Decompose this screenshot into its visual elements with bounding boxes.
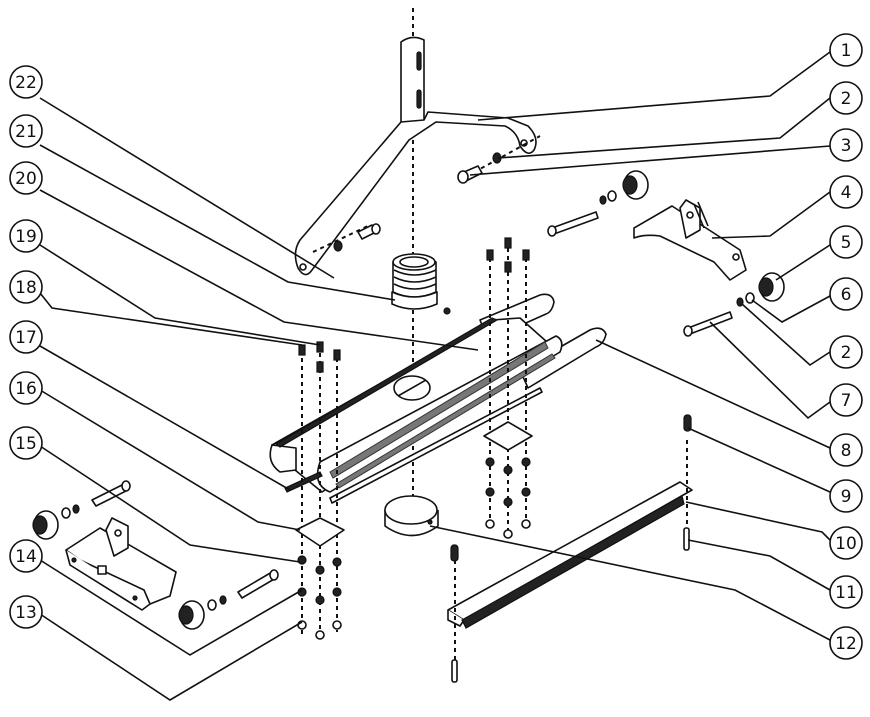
svg-text:2: 2 xyxy=(841,343,852,363)
callout-20: 20 xyxy=(9,161,43,195)
callout-2-top: 2 xyxy=(829,81,863,115)
callout-10: 10 xyxy=(829,526,863,560)
wheel-bracket-part xyxy=(633,199,747,281)
svg-text:4: 4 xyxy=(841,183,852,203)
callout-18: 18 xyxy=(9,270,43,304)
callout-1: 1 xyxy=(829,33,863,67)
svg-text:3: 3 xyxy=(841,136,852,156)
svg-text:16: 16 xyxy=(15,379,37,399)
cup-part xyxy=(384,495,439,537)
svg-text:20: 20 xyxy=(15,169,37,189)
svg-text:17: 17 xyxy=(15,328,37,348)
callout-6: 6 xyxy=(829,277,863,311)
frame-bolt-right xyxy=(457,135,541,184)
wheel-bracket-part-left xyxy=(65,517,177,611)
callout-9: 9 xyxy=(829,479,863,513)
svg-text:12: 12 xyxy=(835,634,857,654)
svg-text:13: 13 xyxy=(15,603,37,623)
blade-bar-part xyxy=(447,414,693,683)
collar-part xyxy=(391,291,451,315)
svg-text:9: 9 xyxy=(841,487,852,507)
callout-17: 17 xyxy=(9,320,43,354)
spring-part xyxy=(392,253,437,298)
callout-12: 12 xyxy=(829,626,863,660)
svg-text:19: 19 xyxy=(15,227,37,247)
callout-21: 21 xyxy=(9,114,43,148)
svg-text:14: 14 xyxy=(15,547,37,567)
svg-text:15: 15 xyxy=(15,434,37,454)
leader-lines xyxy=(39,51,831,701)
callout-16: 16 xyxy=(9,371,43,405)
svg-text:1: 1 xyxy=(841,41,852,61)
callout-3: 3 xyxy=(829,128,863,162)
fastener-stack-right xyxy=(483,237,533,539)
svg-text:5: 5 xyxy=(841,233,852,253)
callout-14: 14 xyxy=(9,539,43,573)
callout-15: 15 xyxy=(9,426,43,460)
callout-19: 19 xyxy=(9,219,43,253)
fastener-stack-left xyxy=(295,341,345,640)
svg-text:22: 22 xyxy=(15,73,37,93)
svg-text:18: 18 xyxy=(15,278,37,298)
housing-part xyxy=(269,317,563,504)
callout-13: 13 xyxy=(9,595,43,629)
svg-text:6: 6 xyxy=(841,285,852,305)
callout-11: 11 xyxy=(829,575,863,609)
callout-7: 7 xyxy=(829,383,863,417)
wheel-part xyxy=(32,170,785,630)
callout-5: 5 xyxy=(829,225,863,259)
callout-22: 22 xyxy=(9,65,43,99)
frame-bolt-left xyxy=(312,223,381,253)
svg-text:21: 21 xyxy=(15,122,37,142)
svg-text:10: 10 xyxy=(835,534,857,554)
callout-4: 4 xyxy=(829,175,863,209)
svg-text:11: 11 xyxy=(835,583,857,603)
callout-2-bottom: 2 xyxy=(829,335,863,369)
callout-8: 8 xyxy=(829,433,863,467)
svg-text:7: 7 xyxy=(841,391,852,411)
svg-text:8: 8 xyxy=(841,441,852,461)
svg-text:2: 2 xyxy=(841,89,852,109)
frame-part xyxy=(294,36,537,276)
